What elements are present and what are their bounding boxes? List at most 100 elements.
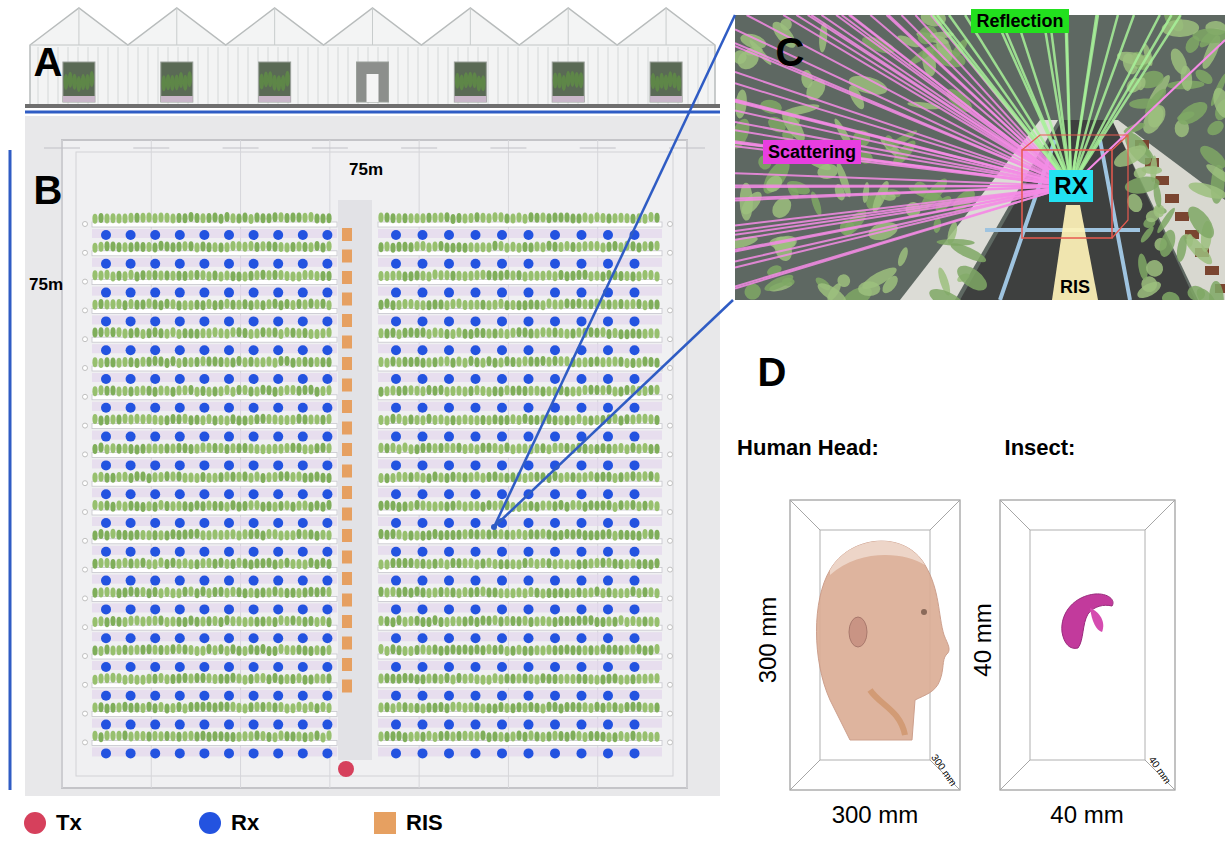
crop-plant [540,616,545,626]
crop-plant [408,213,413,223]
rx-point [603,316,613,326]
rx-point [497,259,507,269]
crop-plant [390,587,395,597]
crop-plant [242,471,247,481]
crop-plant [254,212,259,222]
crop-plant [320,473,325,483]
crop-plant [540,501,545,511]
rx-point [391,432,401,442]
rx-point [471,230,481,240]
crop-plant [278,615,283,625]
crop-plant [116,271,121,281]
crop-plant [612,617,617,627]
crop-plant [92,559,97,569]
crop-plant [408,242,413,252]
rx-point [249,662,259,672]
crop-plant [134,213,139,223]
crop-plant [384,329,389,339]
crop-plant [576,645,581,655]
crop-plant [396,558,401,568]
rx-point [391,230,401,240]
crop-plant [426,300,431,310]
pillar [83,279,88,284]
wall-mullion [488,47,489,105]
crop-plant [164,617,169,627]
rx-point [175,576,185,586]
crop-plant [522,356,527,366]
crop-plant [134,386,139,396]
rx-point [418,345,428,355]
rx-point [224,288,234,298]
rx-point [150,432,160,442]
crop-plant [218,644,223,654]
bench-row [92,222,337,227]
crop-plant [504,385,509,395]
crop-plant [438,587,443,597]
crop-plant [450,415,455,425]
crop-plant [654,644,659,654]
crop-plant [212,501,217,511]
rx-point [249,316,259,326]
crop-plant [152,502,157,512]
crop-plant [308,212,313,222]
crop-plant [128,357,133,367]
rx-point [249,432,259,442]
crop-plant [408,299,413,309]
crop-plant [582,588,587,598]
crop-plant [528,212,533,222]
crop-plant [266,501,271,511]
crop-plant [426,645,431,655]
crop-plant [414,559,419,569]
crop-plant [612,386,617,396]
crop-plant [486,300,491,310]
wall-mullion [318,47,319,105]
crop-plant [474,587,479,597]
door-opening [259,62,291,102]
crop-plant [110,559,115,569]
crop-plant [462,387,467,397]
crop-plant [648,529,653,539]
crop-plant [492,471,497,481]
rx-point [199,288,209,298]
rx-point [444,374,454,384]
crop-plant [570,559,575,569]
crop-plant [188,587,193,597]
rx-point [101,489,111,499]
wall-mullion [308,47,309,105]
crop-plant [308,472,313,482]
crop-plant [284,356,289,366]
crop-plant [308,270,313,280]
rx-point [577,547,587,557]
crop-plant [92,357,97,367]
rx-point [150,604,160,614]
rx-point [249,518,259,528]
crop-plant [558,559,563,569]
crop-plant [308,530,313,540]
crop-plant [450,616,455,626]
crop-plant [236,646,241,656]
crop-plant [630,328,635,338]
crop-plant [128,415,133,425]
crop-plant [212,674,217,684]
crop-plant [158,241,163,251]
gable-mark [580,148,616,149]
gable-mark [44,148,80,149]
rx-point [175,547,185,557]
crop-plant [438,212,443,222]
crop-plant [164,501,169,511]
crop-plant [92,414,97,424]
crop-plant [492,212,497,222]
crop-plant [438,241,443,251]
crop-plant [606,558,611,568]
crop-plant [552,356,557,366]
crop-plant [230,616,235,626]
rx-point [273,662,283,672]
rx-point [224,489,234,499]
crop-plant [146,357,151,367]
plant [85,74,90,90]
rx-point [630,633,640,643]
crop-plant [302,357,307,367]
crop-plant [170,356,175,366]
pillar [668,567,673,572]
rx-point [418,576,428,586]
